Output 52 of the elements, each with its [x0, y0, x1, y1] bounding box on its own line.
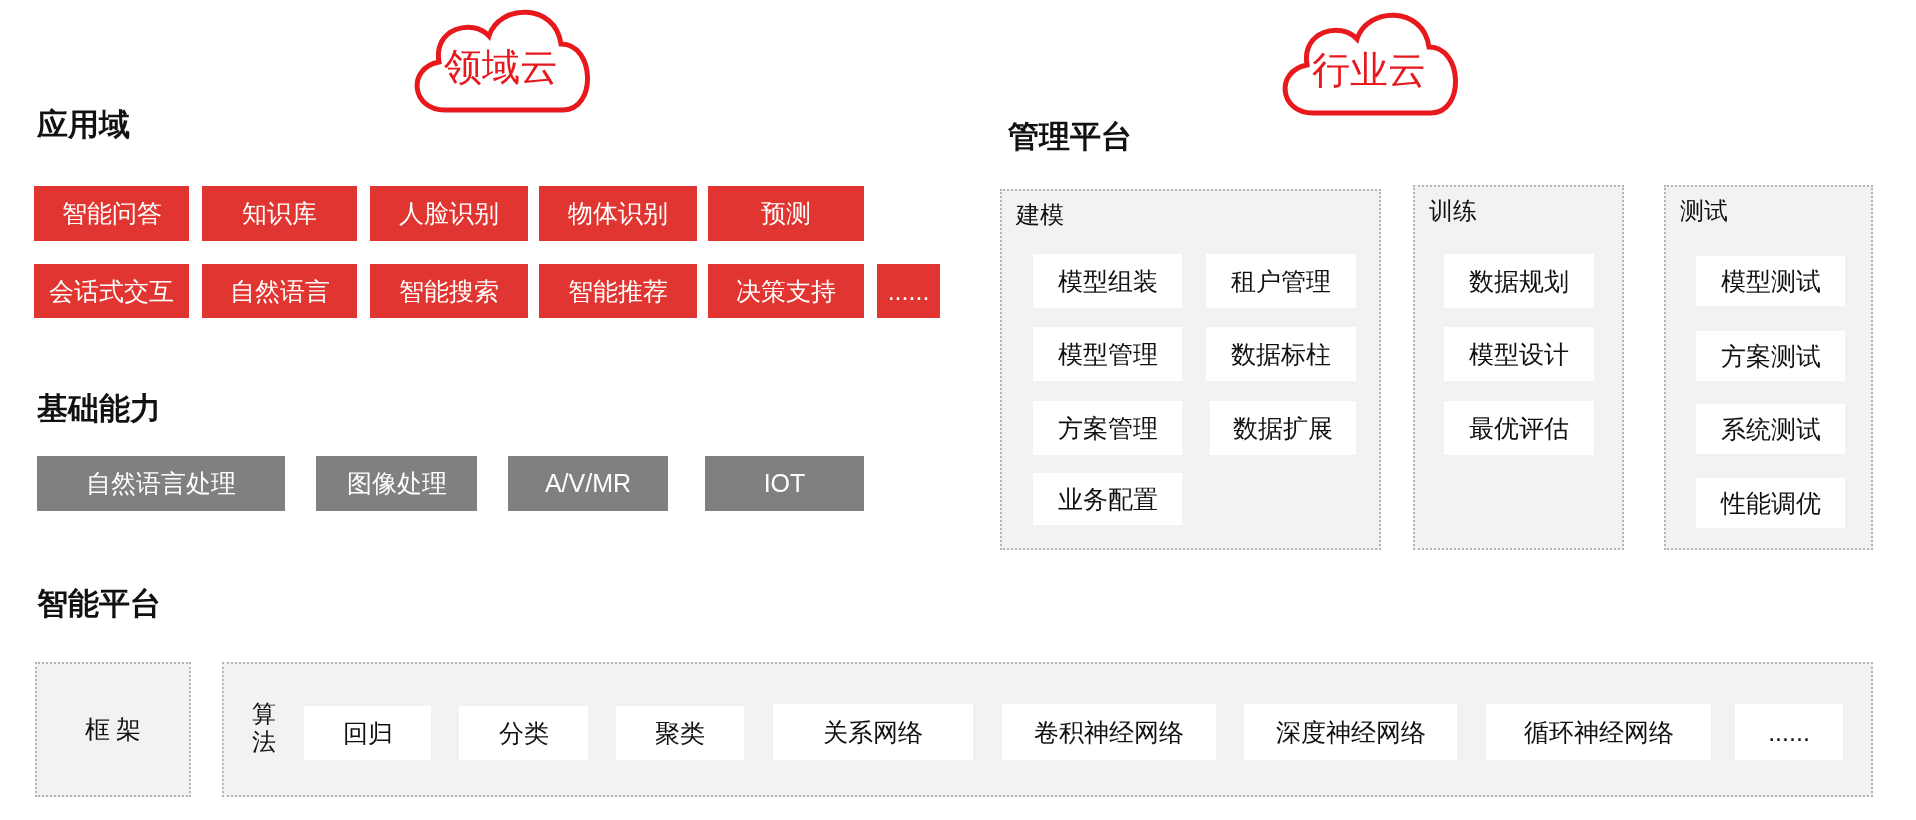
application-tag: 自然语言: [202, 264, 357, 318]
item-tag: 循环神经网络: [1486, 704, 1711, 760]
item-tag: 租户管理: [1206, 254, 1356, 308]
item-tag: 回归: [304, 706, 431, 760]
item-tag: 数据规划: [1444, 254, 1594, 308]
group-panel: [222, 662, 1873, 797]
item-tag: 模型管理: [1033, 327, 1182, 381]
capability-tag: 图像处理: [316, 456, 477, 511]
item-tag: 业务配置: [1033, 473, 1182, 525]
item-tag: 性能调优: [1696, 478, 1845, 528]
item-tag: 深度神经网络: [1244, 704, 1457, 760]
application-tag: 智能推荐: [539, 264, 697, 318]
item-tag: 分类: [459, 706, 588, 760]
item-tag: 系统测试: [1696, 404, 1845, 454]
group-title: 测试: [1680, 196, 1728, 226]
application-tag: 智能搜索: [370, 264, 528, 318]
section-heading: 基础能力: [37, 390, 161, 428]
item-tag: 卷积神经网络: [1002, 704, 1216, 760]
application-tag: 智能问答: [34, 186, 189, 241]
group-title: 建模: [1016, 200, 1064, 230]
item-tag: 方案测试: [1696, 331, 1845, 381]
group-panel: [1000, 189, 1381, 550]
capability-tag: 自然语言处理: [37, 456, 285, 511]
group-panel: [1664, 185, 1873, 550]
group-title: 算法: [252, 700, 277, 756]
item-tag: 关系网络: [773, 704, 973, 760]
application-tag: 预测: [708, 186, 864, 241]
item-tag: 聚类: [616, 706, 744, 760]
cloud-label: 行业云: [1311, 48, 1427, 93]
application-tag: 物体识别: [539, 186, 697, 241]
application-tag: ......: [877, 264, 940, 318]
capability-tag: IOT: [705, 456, 864, 511]
section-heading: 智能平台: [37, 585, 161, 623]
section-heading: 管理平台: [1008, 118, 1132, 156]
item-tag: 最优评估: [1444, 401, 1594, 455]
section-heading: 应用域: [37, 106, 130, 144]
application-tag: 会话式交互: [34, 264, 189, 318]
item-tag: 模型组装: [1033, 254, 1182, 308]
cloud-label: 领域云: [443, 45, 559, 90]
application-tag: 决策支持: [708, 264, 864, 318]
group-title: 训练: [1429, 196, 1477, 226]
framework-panel: 框 架: [35, 662, 191, 797]
item-tag: 模型测试: [1696, 256, 1845, 306]
item-tag: ......: [1735, 704, 1843, 760]
item-tag: 数据标柱: [1206, 327, 1356, 381]
application-tag: 知识库: [202, 186, 357, 241]
item-tag: 模型设计: [1444, 327, 1594, 381]
application-tag: 人脸识别: [370, 186, 528, 241]
capability-tag: A/V/MR: [508, 456, 668, 511]
group-panel: [1413, 185, 1624, 550]
item-tag: 数据扩展: [1210, 401, 1356, 455]
item-tag: 方案管理: [1033, 401, 1182, 455]
